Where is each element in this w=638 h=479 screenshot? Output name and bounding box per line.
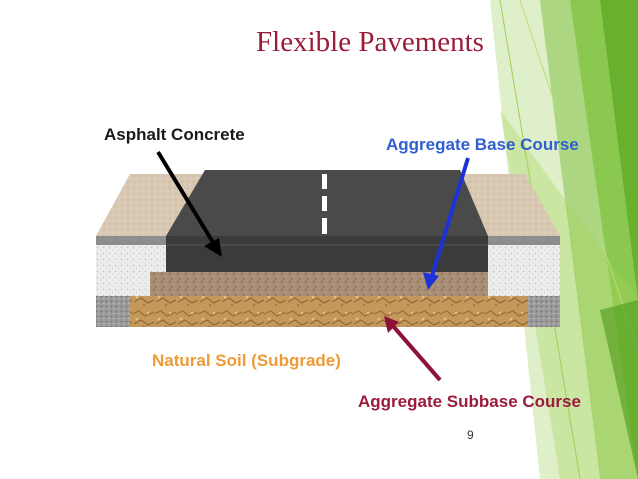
green-accent-decoration xyxy=(490,0,638,479)
label-asphalt-concrete: Asphalt Concrete xyxy=(104,125,245,144)
subbase-arrow xyxy=(384,316,442,382)
edge-gravel-left xyxy=(96,296,130,327)
asphalt-arrow xyxy=(156,150,222,257)
subgrade-layer xyxy=(130,296,528,327)
base-arrow xyxy=(423,157,470,290)
cross-section xyxy=(96,170,560,327)
center-dash xyxy=(322,196,327,211)
arrows xyxy=(156,150,470,382)
label-aggregate-base-course: Aggregate Base Course xyxy=(386,135,579,154)
page-number: 9 xyxy=(467,428,474,442)
slide-title: Flexible Pavements xyxy=(256,26,484,58)
shoulder-left xyxy=(96,174,205,236)
center-dash xyxy=(322,174,327,189)
center-dash xyxy=(322,218,327,234)
label-aggregate-subbase-course: Aggregate Subbase Course xyxy=(358,392,581,411)
label-natural-soil: Natural Soil (Subgrade) xyxy=(152,351,341,370)
shoulder-right xyxy=(460,174,560,236)
edge-gravel-right xyxy=(528,296,560,327)
